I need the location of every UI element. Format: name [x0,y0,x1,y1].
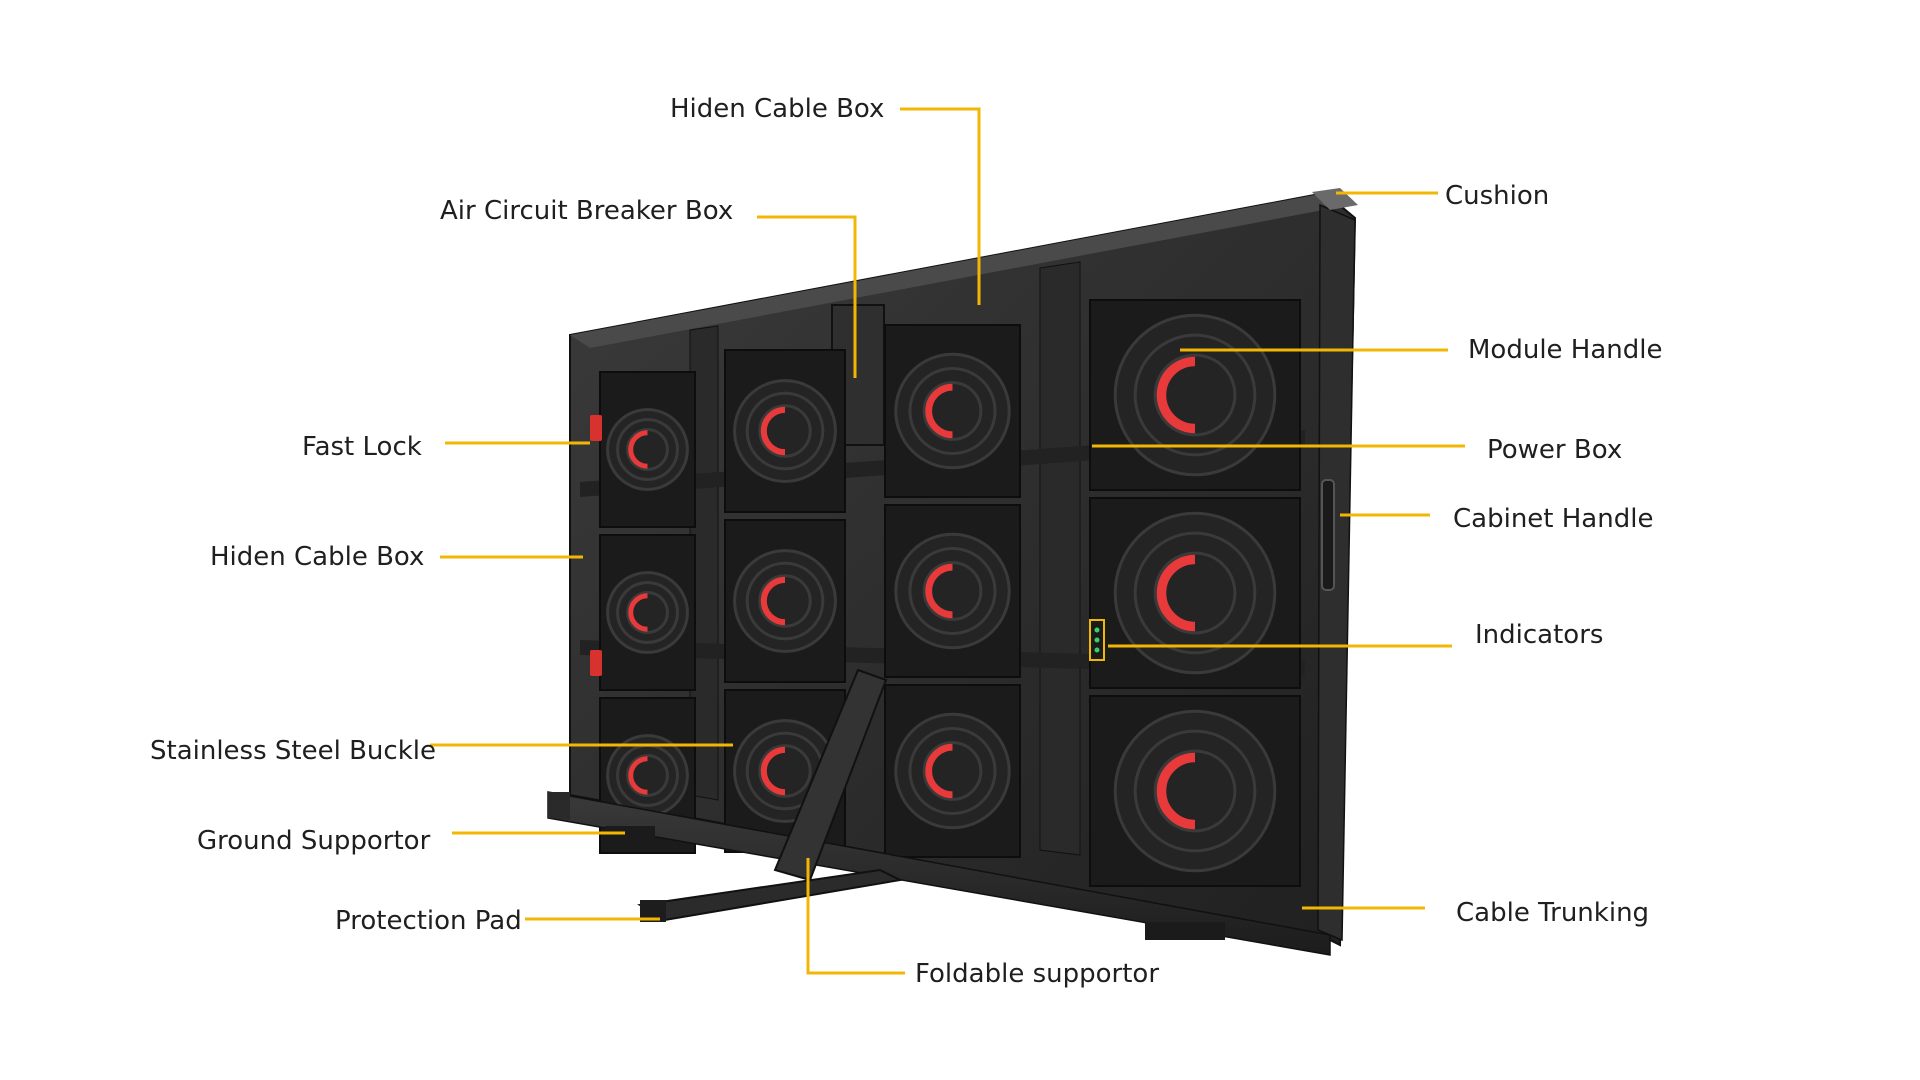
module-fan-ring [626,428,669,471]
module-fan-ring [616,581,679,644]
ground-supportor-pad [605,826,655,838]
label-air-circuit-breaker-box: Air Circuit Breaker Box [440,196,734,226]
module-fan-ring [894,712,1011,830]
module-handle-shape [1156,554,1196,632]
label-cushion: Cushion [1445,181,1550,211]
fast-lock-shape [590,415,602,441]
module-handle-shape [1156,356,1196,434]
leader-air-circuit-breaker [757,215,857,378]
label-cable-trunking: Cable Trunking [1456,898,1650,928]
module-fan-ring [606,571,689,654]
module-handle-shape [1156,752,1196,830]
module-fan-ring [745,391,825,471]
module-fan-ring [1133,333,1257,457]
indicators-shape [1089,619,1105,661]
module-fan-ring [733,549,837,653]
module-handle-shape [628,593,648,632]
module-fan-ring [1153,551,1237,635]
module-fan-ring [1153,353,1237,437]
module-fan-ring [1133,531,1257,655]
module-handle-shape [925,563,953,619]
leader-foldable-supportor [806,858,905,975]
module-grid [599,299,1301,887]
module-fan-ring [1113,709,1277,873]
ground-supportor-pad [1145,922,1225,940]
column-post [1039,261,1081,856]
module-fan-ring [1113,511,1277,675]
label-stainless-steel-buckle: Stainless Steel Buckle [150,736,436,766]
label-foldable-supportor: Foldable supportor [915,959,1160,989]
module-handle-shape [760,406,786,456]
module-fan-ring [616,418,679,481]
module-fan-ring [606,408,689,491]
label-ground-supportor: Ground Supportor [197,826,431,856]
label-module-handle: Module Handle [1468,335,1663,365]
module-handle-shape [760,576,786,626]
label-hidden-cable-box-left: Hiden Cable Box [210,542,425,572]
cabinet-handle-shape [1321,479,1335,591]
leader-hidden-cable-box-top [900,107,981,305]
label-hidden-cable-box-top: Hiden Cable Box [670,94,885,124]
module-fan-ring [1153,749,1237,833]
label-power-box: Power Box [1487,435,1623,465]
module-fan-ring [606,734,689,817]
module-handle-shape [628,756,648,795]
cabinet-top-edge [570,193,1350,348]
module-fan-ring [745,561,825,641]
module-fan-ring [908,726,997,816]
module-fan-ring [626,591,669,634]
module-fan-ring [626,754,669,797]
module-handle-shape [925,743,953,799]
label-fast-lock: Fast Lock [302,432,422,462]
module-fan-ring [922,381,983,441]
cushion-shape [1312,188,1358,210]
cabinet-side-frame [1317,203,1356,942]
label-protection-pad: Protection Pad [335,906,522,936]
module-fan-ring [894,532,1011,650]
ground-supportor-foot [548,792,570,820]
leader-lines [430,107,1465,975]
module-fan-ring [922,741,983,801]
fast-lock-shape [590,650,602,676]
module-fan-ring [758,574,812,628]
label-cabinet-handle: Cabinet Handle [1453,504,1654,534]
module-handle-shape [760,746,786,796]
module-fan-ring [908,366,997,456]
module-fan-ring [758,404,812,458]
protection-pad-shape [637,868,904,922]
module-fan-ring [758,744,812,798]
protection-pad-block [640,900,666,922]
module-fan-ring [894,352,1011,470]
module-handle-shape [925,383,953,439]
module-fan-ring [908,546,997,636]
module-fan-ring [922,561,983,621]
module-handle-shape [628,430,648,469]
module-fan-ring [1113,313,1277,477]
module-fan-ring [733,379,837,483]
module-fan-ring [1133,729,1257,853]
label-indicators: Indicators [1475,620,1604,650]
